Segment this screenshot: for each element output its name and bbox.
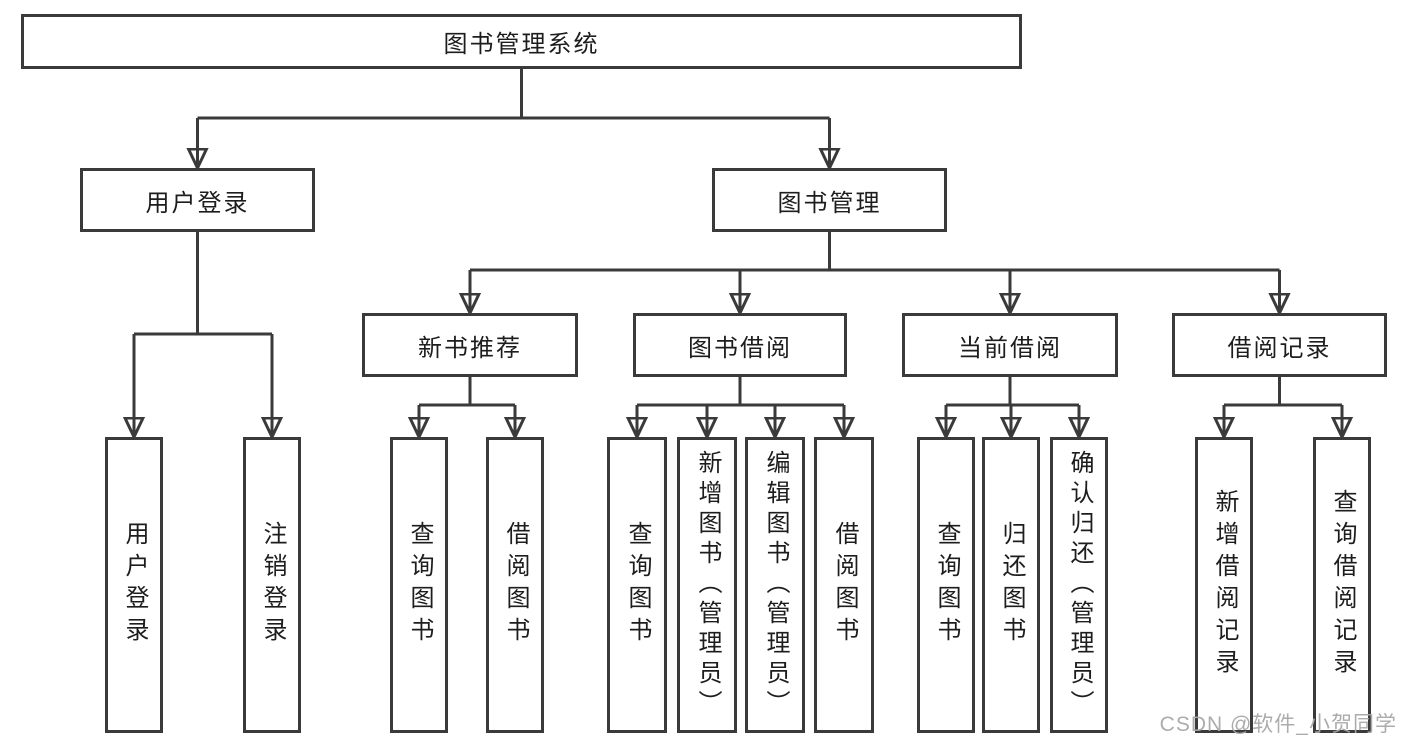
node-borrowing-records: 借阅记录: [1172, 313, 1387, 377]
leaf-label: 归还图书: [998, 521, 1025, 649]
node-book-borrowing: 图书借阅: [633, 313, 847, 377]
leaf-label: 编辑图书（管理员）: [762, 450, 789, 720]
leaf-query-borrow-record: 查询借阅记录: [1313, 437, 1371, 733]
leaf-borrow-books: 借阅图书: [814, 437, 874, 733]
node-new-book-recommend: 新书推荐: [362, 313, 578, 377]
leaf-add-borrow-record: 新增借阅记录: [1195, 437, 1253, 733]
leaf-logout: 注销登录: [243, 437, 301, 733]
leaf-label: 新增借阅记录: [1211, 489, 1238, 681]
leaf-query-books: 查询图书: [607, 437, 667, 733]
leaf-label: 借阅图书: [502, 521, 529, 649]
leaf-label: 用户登录: [121, 521, 148, 649]
node-library-management-system: 图书管理系统: [21, 14, 1022, 69]
leaf-label: 确认归还（管理员）: [1066, 450, 1093, 720]
leaf-label: 注销登录: [259, 521, 286, 649]
connector-trunks: [134, 69, 1342, 407]
leaf-label: 查询图书: [406, 521, 433, 649]
leaf-edit-books-admin: 编辑图书（管理员）: [745, 437, 805, 733]
leaf-query-books: 查询图书: [917, 437, 975, 733]
leaf-confirm-return-admin: 确认归还（管理员）: [1050, 437, 1108, 733]
leaf-return-books: 归还图书: [982, 437, 1040, 733]
csdn-watermark: CSDN @软件_小贺同学: [1159, 713, 1397, 736]
leaf-label: 查询图书: [933, 521, 960, 649]
node-book-management: 图书管理: [712, 168, 947, 232]
leaf-label: 新增图书（管理员）: [694, 450, 721, 720]
node-user-login: 用户登录: [80, 168, 315, 232]
leaf-query-books: 查询图书: [390, 437, 448, 733]
leaf-user-login: 用户登录: [105, 437, 163, 733]
leaf-label: 查询借阅记录: [1329, 489, 1356, 681]
node-current-borrowing: 当前借阅: [902, 313, 1118, 377]
leaf-borrow-books: 借阅图书: [486, 437, 544, 733]
leaf-label: 查询图书: [624, 521, 651, 649]
leaf-add-books-admin: 新增图书（管理员）: [677, 437, 737, 733]
leaf-label: 借阅图书: [831, 521, 858, 649]
